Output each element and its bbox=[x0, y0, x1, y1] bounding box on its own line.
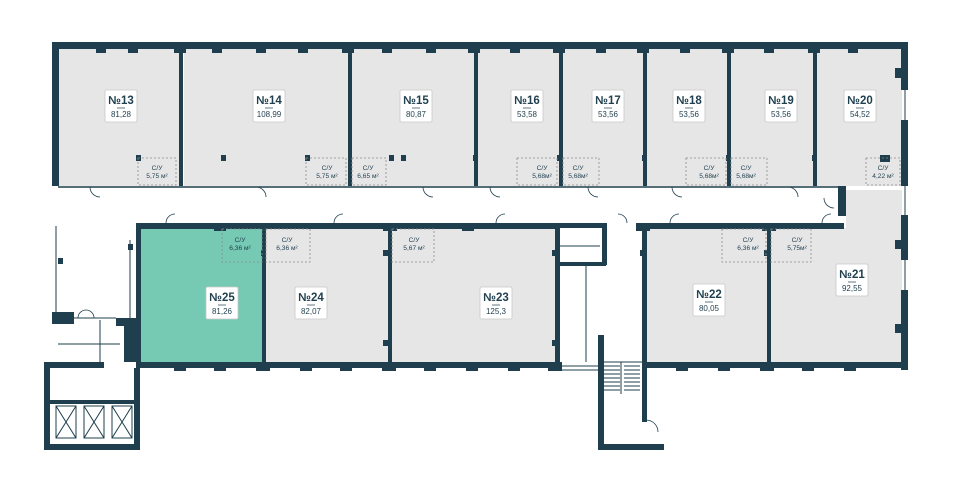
unit-number: №18 bbox=[676, 95, 702, 107]
unit-label-25[interactable]: №25 81,26 bbox=[205, 286, 239, 320]
wc-area: 5,68м² bbox=[532, 173, 552, 180]
unit-number: №17 bbox=[595, 95, 621, 107]
wc-label: С/У bbox=[743, 237, 755, 244]
walls bbox=[44, 42, 908, 450]
unit-label-box bbox=[835, 263, 869, 297]
unit-label-23[interactable]: №23 125,3 bbox=[479, 286, 513, 320]
unit-area: 108,99 bbox=[257, 110, 282, 119]
unit-label-20[interactable]: №20 54,52 bbox=[843, 89, 877, 123]
wc-area: 5,75 м² bbox=[316, 173, 338, 180]
wc-area: 6,36 м² bbox=[229, 245, 251, 252]
unit-number: №16 bbox=[514, 95, 540, 107]
unit-area: 92,55 bbox=[842, 284, 863, 293]
unit-number: №23 bbox=[483, 292, 509, 304]
wc-label: С/У bbox=[792, 237, 804, 244]
wc-label: С/У bbox=[235, 237, 247, 244]
wc-label: С/У bbox=[322, 165, 334, 172]
unit-number: №15 bbox=[403, 95, 429, 107]
wc-area: 5,68м² bbox=[699, 173, 719, 180]
unit-number: №13 bbox=[108, 95, 134, 107]
unit-label-box bbox=[399, 89, 433, 123]
unit-label-14[interactable]: №14 108,99 bbox=[252, 89, 286, 123]
wc-area: 5,68м² bbox=[568, 173, 588, 180]
wc-label: С/У bbox=[282, 237, 294, 244]
wc-area: 6,36 м² bbox=[276, 245, 298, 252]
wc-area: 5,75 м² bbox=[146, 173, 168, 180]
wc-area: 6,36 м² bbox=[737, 245, 759, 252]
unit-label-box bbox=[294, 286, 328, 320]
elevators bbox=[50, 400, 134, 439]
unit-area: 53,58 bbox=[517, 110, 538, 119]
wc-label: С/У bbox=[573, 165, 585, 172]
unit-labels: №13 81,28 №14 108,99 №15 80,87 №16 53,58 №17 53,5… bbox=[104, 89, 877, 320]
unit-area: 80,05 bbox=[699, 304, 720, 313]
unit-24-room[interactable] bbox=[266, 228, 389, 362]
unit-21-annex bbox=[846, 190, 902, 230]
unit-label-box bbox=[510, 89, 544, 123]
unit-label-box bbox=[104, 89, 138, 123]
unit-number: №14 bbox=[256, 95, 282, 107]
unit-label-box bbox=[692, 283, 726, 317]
wc-label: С/У bbox=[537, 165, 549, 172]
doors bbox=[77, 186, 835, 433]
unit-label-17[interactable]: №17 53,56 bbox=[591, 89, 625, 123]
unit-label-16[interactable]: №16 53,58 bbox=[510, 89, 544, 123]
unit-number: №25 bbox=[209, 292, 235, 304]
unit-number: №20 bbox=[847, 95, 873, 107]
unit-label-box bbox=[764, 89, 798, 123]
wc-label: С/У bbox=[741, 165, 753, 172]
unit-label-box bbox=[843, 89, 877, 123]
unit-area: 53,56 bbox=[679, 110, 700, 119]
unit-label-13[interactable]: №13 81,28 bbox=[104, 89, 138, 123]
unit-label-box bbox=[672, 89, 706, 123]
unit-label-box bbox=[205, 286, 239, 320]
wc-labels: С/У5,75 м²С/У5,75 м²С/У6,65 м²С/У5,68м²С… bbox=[146, 165, 894, 252]
unit-23-room[interactable] bbox=[392, 228, 557, 362]
unit-25-room[interactable] bbox=[140, 228, 264, 362]
wc-label: С/У bbox=[878, 165, 890, 172]
unit-label-19[interactable]: №19 53,56 bbox=[764, 89, 798, 123]
wc-zones bbox=[137, 157, 901, 263]
wc-label: С/У bbox=[363, 165, 375, 172]
wc-area: 5,68м² bbox=[736, 173, 756, 180]
unit-area: 53,56 bbox=[771, 110, 792, 119]
unit-label-15[interactable]: №15 80,87 bbox=[399, 89, 433, 123]
unit-label-18[interactable]: №18 53,56 bbox=[672, 89, 706, 123]
unit-number: №21 bbox=[839, 269, 865, 281]
unit-number: №22 bbox=[696, 289, 722, 301]
unit-area: 81,28 bbox=[111, 110, 132, 119]
wc-area: 4,22 м² bbox=[872, 173, 894, 180]
unit-area: 82,07 bbox=[301, 307, 322, 316]
wc-area: 6,65 м² bbox=[357, 173, 379, 180]
unit-number: №24 bbox=[298, 292, 324, 304]
unit-area: 54,52 bbox=[850, 110, 871, 119]
wc-area: 5,75м² bbox=[787, 245, 807, 252]
unit-label-21[interactable]: №21 92,55 bbox=[835, 263, 869, 297]
wc-label: С/У bbox=[152, 165, 164, 172]
unit-number: №19 bbox=[768, 95, 794, 107]
unit-label-box bbox=[479, 286, 513, 320]
wc-label: С/У bbox=[704, 165, 716, 172]
unit-area: 53,56 bbox=[598, 110, 619, 119]
unit-area: 80,87 bbox=[406, 110, 427, 119]
unit-label-box bbox=[252, 89, 286, 123]
unit-label-box bbox=[591, 89, 625, 123]
unit-label-22[interactable]: №22 80,05 bbox=[692, 283, 726, 317]
wc-area: 5,67 м² bbox=[403, 245, 425, 252]
unit-label-24[interactable]: №24 82,07 bbox=[294, 286, 328, 320]
bottom-row-rooms bbox=[140, 190, 902, 362]
wc-label: С/У bbox=[409, 237, 421, 244]
unit-area: 81,26 bbox=[212, 307, 233, 316]
unit-area: 125,3 bbox=[486, 307, 507, 316]
